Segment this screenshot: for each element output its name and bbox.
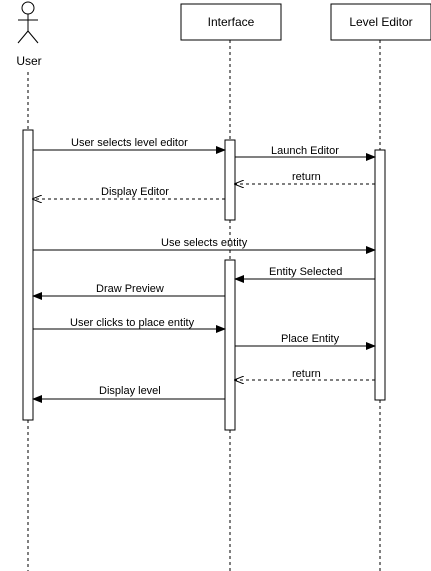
msg-user-selects-level-editor-label: User selects level editor <box>71 137 188 149</box>
level-editor-box <box>330 3 431 41</box>
level-editor-label: Level Editor <box>349 15 413 29</box>
interface-label: Interface <box>207 15 255 29</box>
level-editor-activation <box>374 149 386 401</box>
msg-display-editor-label: Display Editor <box>101 186 169 198</box>
msg-entity-selected-label: Entity Selected <box>269 266 343 278</box>
msg-launch-editor-label: Launch Editor <box>271 145 339 157</box>
interface-box <box>180 3 282 41</box>
user-actor-icon <box>17 1 39 44</box>
msg-draw-preview-label: Draw Preview <box>96 283 164 295</box>
msg-display-level-label: Display level <box>99 385 161 397</box>
msg-place-entity-label: Place Entity <box>281 333 340 345</box>
msg-return-1-label: return <box>292 171 321 183</box>
msg-use-selects-entity-label: Use selects entity <box>161 237 248 249</box>
msg-return-2-label: return <box>292 368 321 380</box>
user-label: User <box>16 54 42 68</box>
interface-activation-2 <box>224 259 236 431</box>
msg-user-clicks-label: User clicks to place entity <box>70 317 195 329</box>
user-activation <box>22 129 34 421</box>
interface-activation-1 <box>224 139 236 221</box>
